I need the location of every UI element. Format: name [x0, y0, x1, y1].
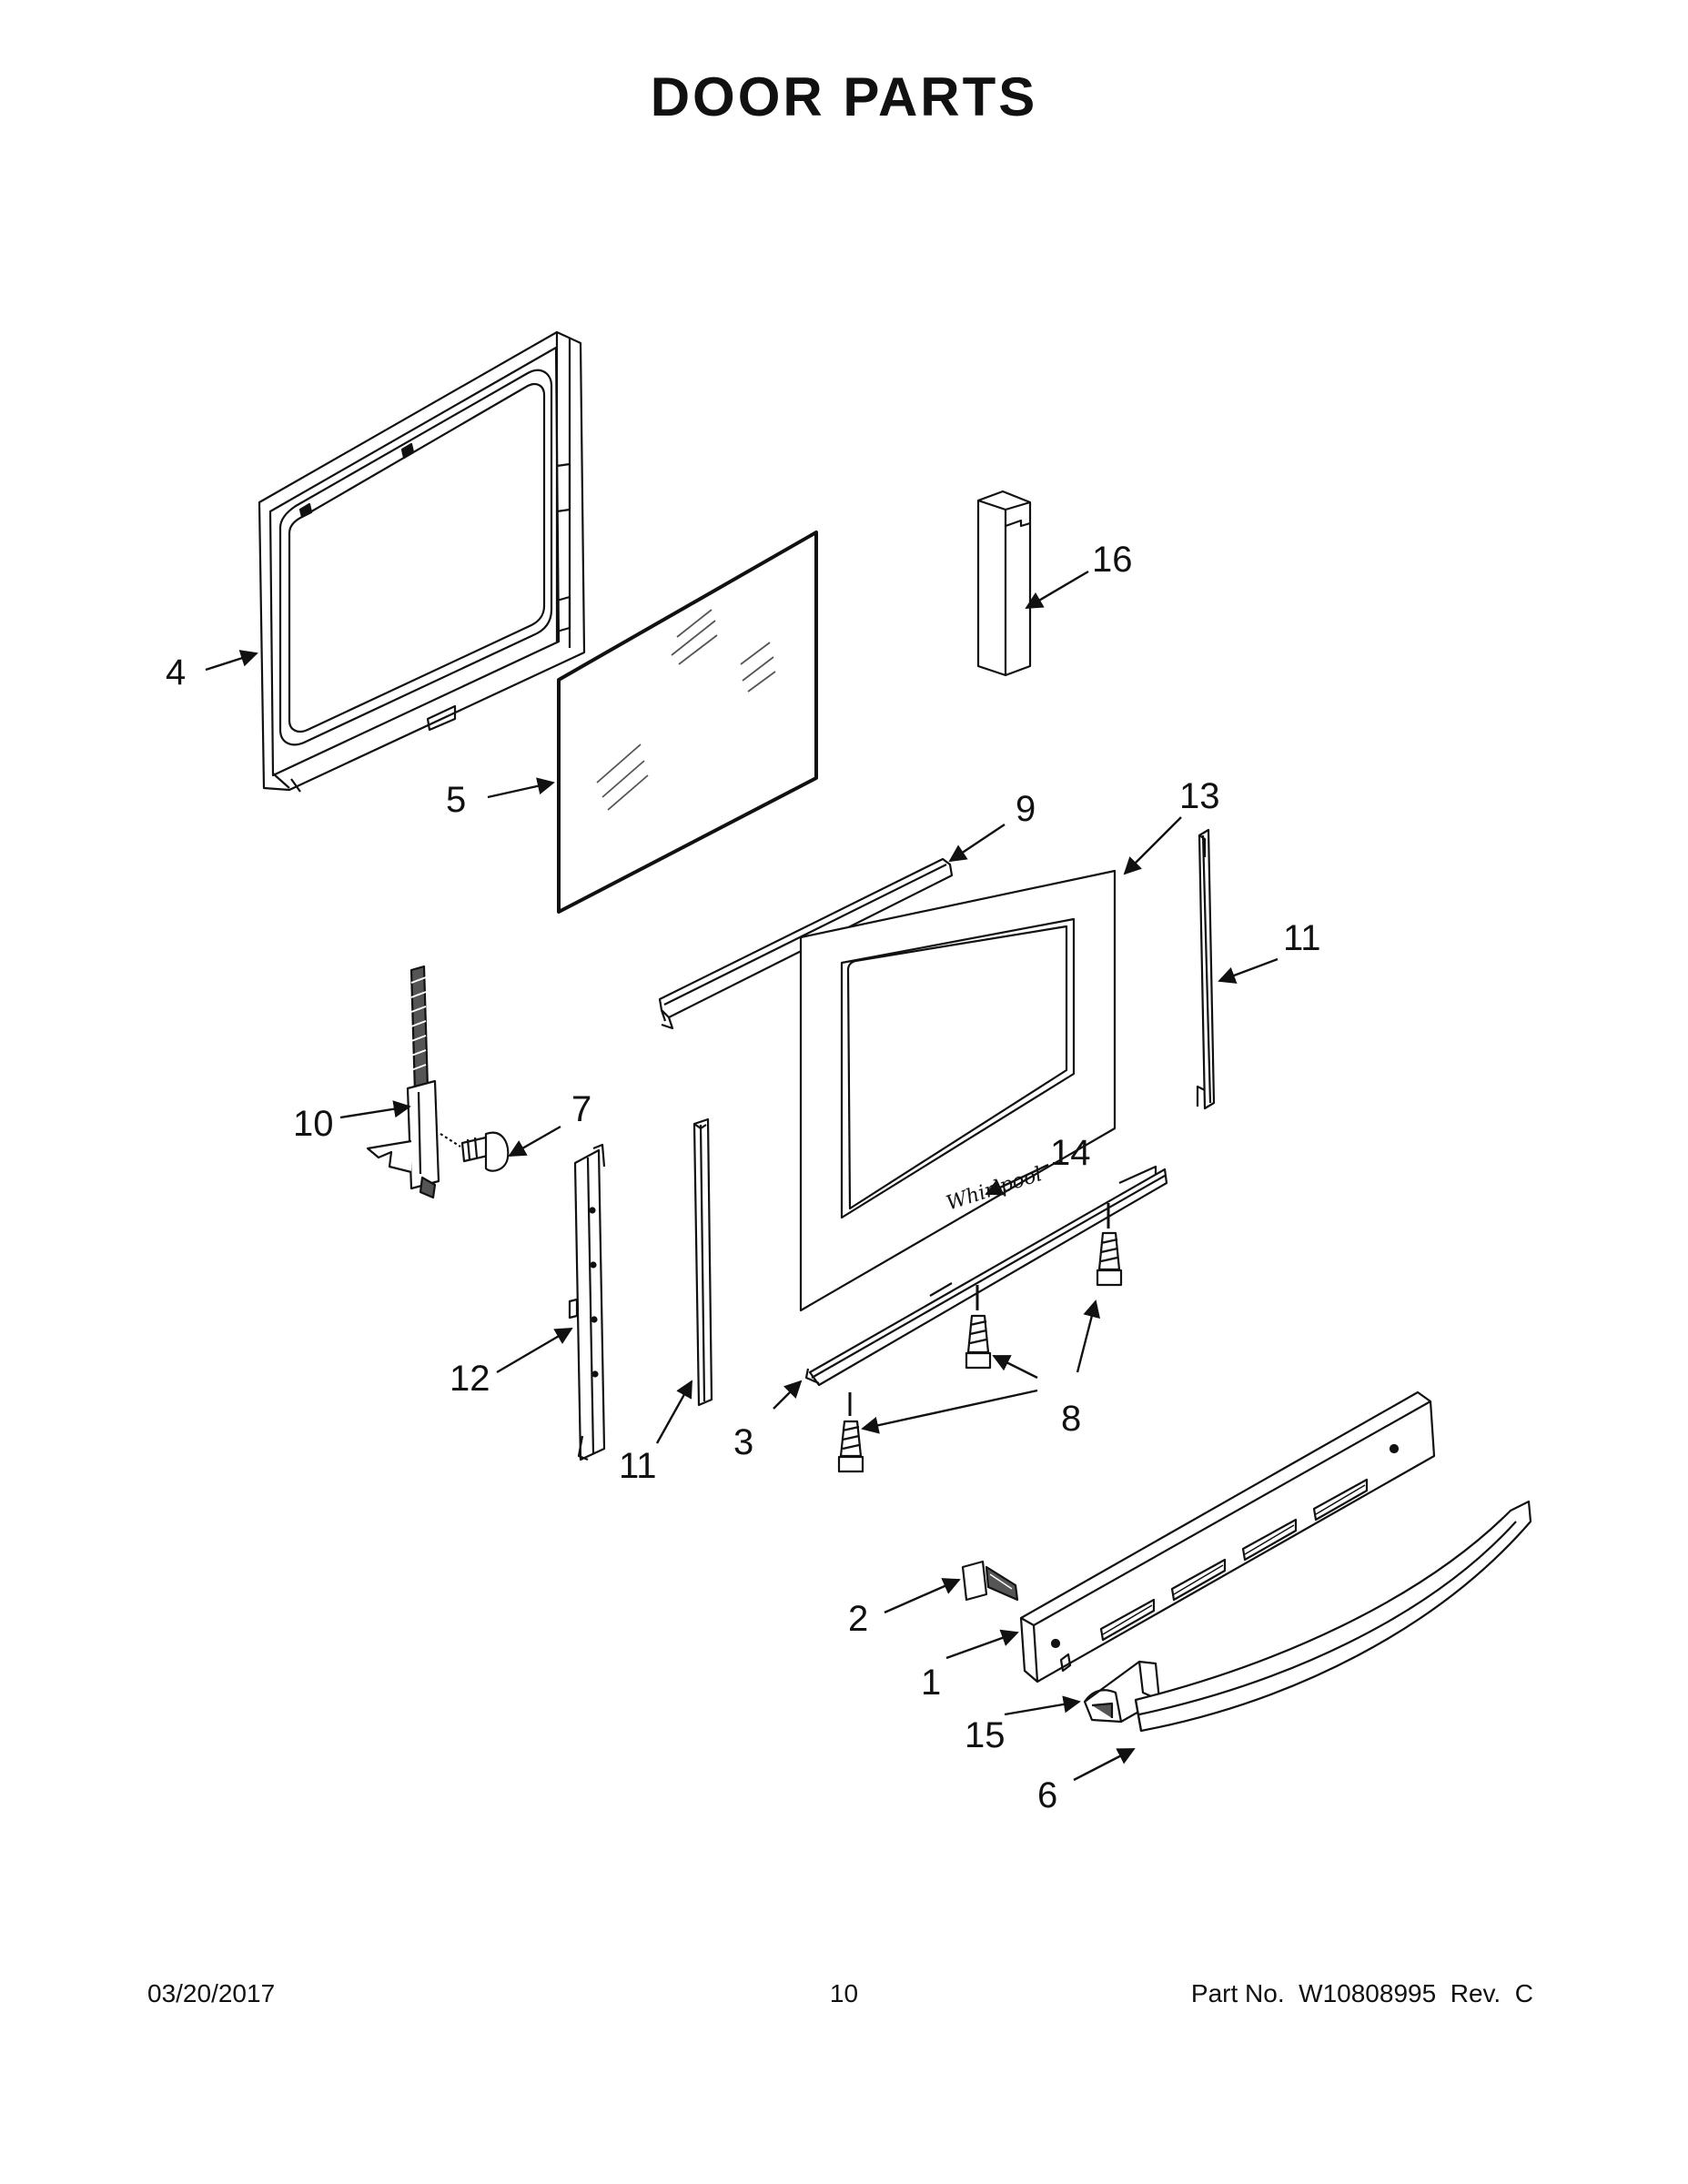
- callout-11-right: 11: [1283, 918, 1321, 958]
- part-7-screw: [440, 1131, 510, 1172]
- callout-8: 8: [1061, 1399, 1081, 1439]
- part-13-outer-glass: Whirlpool: [799, 869, 1117, 1312]
- footer-page-number: 10: [829, 1979, 859, 2007]
- callout-3: 3: [733, 1422, 753, 1462]
- part-3-bottom-channel: [804, 1165, 1168, 1387]
- callout-13: 13: [1179, 776, 1220, 816]
- callout-9: 9: [1016, 789, 1036, 829]
- part-8-screws: [837, 1203, 1123, 1473]
- footer-part-number: Part No. W10808995 Rev. C: [1190, 1979, 1533, 2007]
- callout-10: 10: [293, 1104, 334, 1144]
- callout-16: 16: [1092, 540, 1133, 580]
- part-5-door-glass: [557, 531, 818, 914]
- part-11-side-strip-right: [1196, 828, 1216, 1110]
- part-12-side-channel: [568, 1143, 606, 1461]
- part-2-screw: [961, 1560, 1019, 1602]
- part-4-inner-door: [258, 330, 586, 793]
- callout-5: 5: [446, 780, 466, 820]
- callout-15: 15: [965, 1715, 1006, 1755]
- part-16-bracket: [976, 490, 1032, 677]
- callout-labels: 4 5 16 9 13 11 10 7 14 12 11 3 8 2 1 15 …: [166, 540, 1321, 1815]
- callout-2: 2: [848, 1599, 868, 1639]
- part-10-hinge: [366, 965, 440, 1199]
- callout-6: 6: [1037, 1775, 1057, 1815]
- callout-4: 4: [166, 652, 186, 693]
- callout-12: 12: [450, 1359, 490, 1399]
- page-title: DOOR PARTS: [650, 66, 1038, 127]
- part-6-door-handle: [1134, 1500, 1532, 1733]
- callout-11-left: 11: [619, 1446, 657, 1486]
- callout-7: 7: [571, 1089, 591, 1129]
- leader-lines: [205, 570, 1279, 1782]
- part-1-vent-bar: [1019, 1390, 1436, 1684]
- callout-14: 14: [1050, 1133, 1091, 1173]
- callout-1: 1: [921, 1663, 941, 1703]
- part-11-side-strip-left: [692, 1117, 713, 1407]
- footer-date: 03/20/2017: [147, 1979, 276, 2007]
